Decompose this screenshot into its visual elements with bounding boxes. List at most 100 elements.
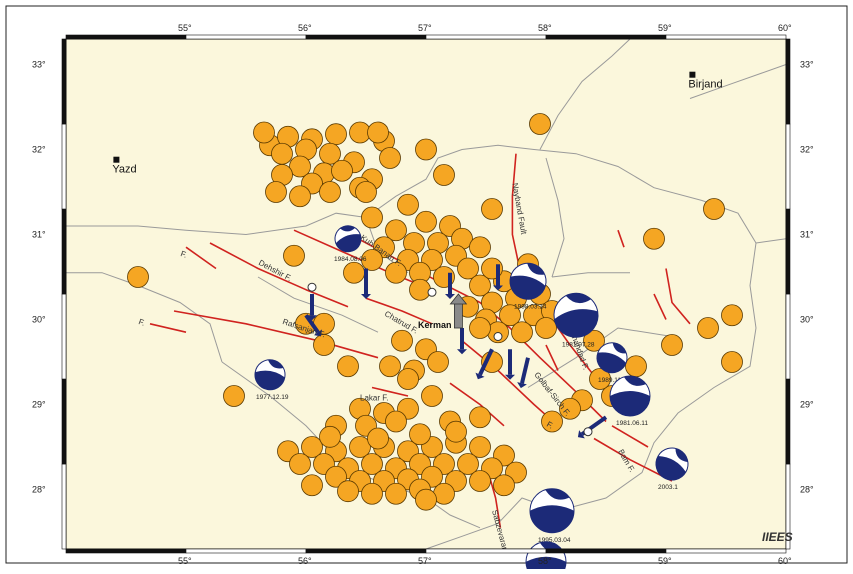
focal-mechanism-beachball	[655, 447, 689, 481]
focal-mechanism-date: 2003.1	[658, 484, 678, 491]
gps-arrow-head	[449, 293, 468, 305]
fault-line	[149, 323, 187, 333]
frame-segment	[545, 34, 667, 40]
earthquake-marker	[367, 427, 389, 450]
earthquake-marker	[427, 351, 449, 373]
earthquake-marker	[625, 355, 647, 378]
frame-segment	[61, 293, 67, 380]
earthquake-marker	[469, 470, 491, 492]
earthquake-marker	[415, 210, 437, 233]
beachball-lobe	[268, 359, 284, 369]
lon-tick-label-top: 55°	[178, 23, 192, 33]
slip-arrow-shaft	[478, 348, 494, 376]
province-border	[755, 238, 787, 244]
lon-tick-label-top: 57°	[418, 23, 432, 33]
earthquake-marker	[433, 164, 455, 186]
frame-segment	[61, 123, 67, 210]
earthquake-marker	[385, 482, 407, 505]
focal-mechanism-date: 1998.03.14	[514, 303, 547, 310]
earthquake-marker	[361, 249, 383, 271]
earthquake-marker	[469, 317, 491, 339]
earthquake-marker	[499, 304, 521, 327]
earthquake-marker	[703, 198, 725, 220]
beachball-lobe	[527, 263, 545, 275]
frame-segment	[785, 38, 791, 125]
lon-tick-label-bottom: 56°	[298, 556, 312, 566]
station-marker	[427, 287, 437, 297]
graticule-labels: 55°55°56°56°57°57°58°58°59°59°60°60°33°3…	[32, 23, 814, 566]
earthquake-marker	[661, 334, 683, 356]
earthquake-marker	[421, 385, 443, 407]
focal-mechanism-beachball	[596, 342, 628, 374]
focal-mechanism-date: 1989.11.20	[598, 377, 630, 384]
earthquake-marker	[361, 206, 383, 229]
earthquake-marker	[397, 193, 419, 216]
station-marker	[583, 427, 593, 437]
lon-tick-label-bottom: 60°	[778, 556, 792, 566]
lat-tick-label-right: 32°	[800, 145, 814, 155]
earthquake-marker	[409, 278, 431, 301]
earthquake-marker	[265, 181, 287, 203]
earthquake-marker	[541, 410, 563, 433]
slip-arrow-shaft	[520, 357, 530, 384]
beachball-lobe	[624, 376, 646, 386]
earthquake-marker	[289, 155, 311, 178]
earthquake-marker	[721, 304, 743, 327]
beachball-lobe	[612, 342, 627, 354]
fault-line	[371, 386, 409, 397]
beachball-lobe	[565, 293, 592, 304]
earthquake-marker	[721, 351, 743, 373]
earthquake-marker	[469, 236, 491, 259]
earthquake-marker	[253, 121, 275, 144]
fault-line	[185, 246, 217, 270]
frame-segment	[425, 34, 547, 40]
province-borders	[66, 38, 787, 550]
fault-line	[449, 382, 505, 427]
earthquake-marker	[301, 474, 323, 497]
earthquake-marker	[289, 185, 311, 208]
earthquake-marker	[325, 123, 347, 146]
lat-tick-label-right: 29°	[800, 400, 814, 410]
earthquake-marker	[457, 453, 479, 475]
frame-segment	[665, 34, 787, 40]
frame-segment	[545, 548, 667, 554]
province-border	[689, 64, 787, 99]
earthquake-marker	[343, 261, 365, 284]
earthquake-marker	[361, 453, 383, 475]
frame-segment	[61, 38, 67, 125]
province-border	[66, 272, 223, 363]
focal-mechanism-date: 1984.08.06	[334, 256, 367, 263]
earthquake-marker	[379, 147, 401, 169]
earthquake-marker	[385, 410, 407, 433]
lon-tick-label-bottom: 59°	[658, 556, 672, 566]
credit-label: IIEES	[762, 530, 793, 544]
slip-arrow-head	[445, 294, 455, 299]
frame-segment	[305, 34, 427, 40]
beachball-compression	[510, 275, 546, 300]
earthquake-marker	[511, 321, 533, 344]
lon-tick-label-top: 56°	[298, 23, 312, 33]
earthquake-marker	[301, 436, 323, 458]
lat-tick-label-left: 30°	[32, 315, 46, 325]
focal-mechanism-beachball	[529, 488, 575, 534]
slip-arrow-head	[361, 294, 371, 299]
frame-segment	[185, 34, 307, 40]
focal-mechanism-beachball	[254, 359, 286, 391]
earthquake-marker	[337, 355, 359, 378]
map-neatline	[61, 34, 791, 554]
focal-mechanism-beachball	[334, 225, 362, 253]
province-border	[551, 272, 630, 278]
province-border	[257, 276, 379, 333]
frame-segment	[65, 34, 187, 40]
earthquake-marker	[643, 227, 665, 250]
beachball-compression	[610, 391, 650, 416]
beachball-compression	[335, 234, 361, 252]
earthquake-marker	[493, 474, 515, 497]
earthquake-marker	[319, 181, 341, 203]
lon-tick-label-bottom: 57°	[418, 556, 432, 566]
fault-label: F.	[545, 420, 555, 431]
lon-tick-label-bottom: 58°	[538, 556, 552, 566]
beachball-compression	[530, 505, 574, 533]
